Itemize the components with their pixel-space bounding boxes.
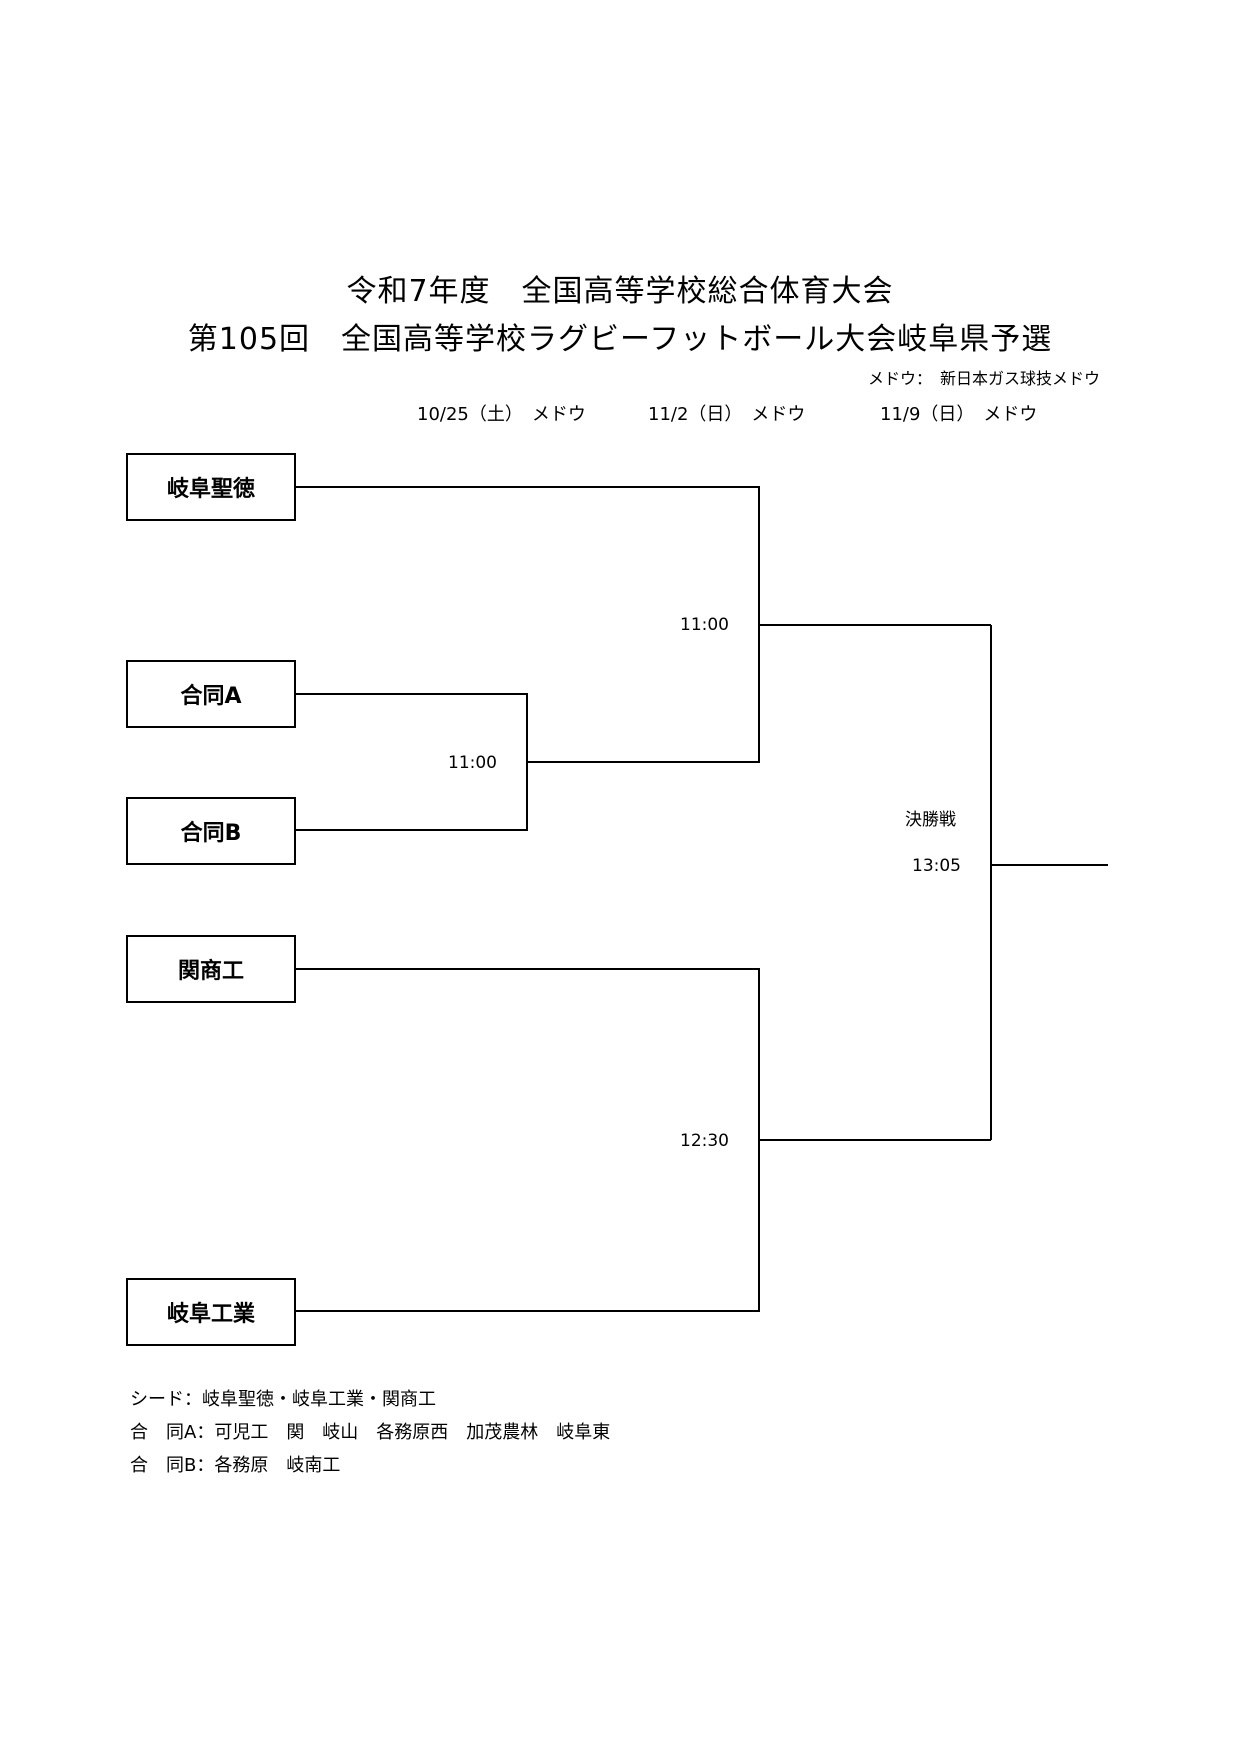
- team-box-sekishoko: 関商工: [126, 935, 296, 1003]
- match-time-semi-bottom: 12:30: [680, 1131, 729, 1151]
- note-goudou-b: 合 同B：各務原 岐南工: [130, 1455, 341, 1476]
- match-time-semi-top: 11:00: [680, 615, 729, 635]
- date-round-1: 10/25（土） メドウ: [417, 404, 586, 425]
- note-goudou-a: 合 同A：可児工 関 岐山 各務原西 加茂農林 岐阜東: [130, 1422, 611, 1443]
- match-time-first-round: 11:00: [448, 753, 497, 773]
- page-subtitle: 第105回 全国高等学校ラグビーフットボール大会岐阜県予選: [187, 322, 1053, 357]
- venue-note: メドウ： 新日本ガス球技メドウ: [867, 369, 1100, 388]
- team-box-gifu-kogyo: 岐阜工業: [126, 1278, 296, 1346]
- date-round-2: 11/2（日） メドウ: [648, 404, 806, 425]
- team-box-goudou-b: 合同B: [126, 797, 296, 865]
- team-box-goudou-a: 合同A: [126, 660, 296, 728]
- date-round-3: 11/9（日） メドウ: [880, 404, 1038, 425]
- page-title: 令和7年度 全国高等学校総合体育大会: [346, 274, 894, 309]
- note-seeds: シード：岐阜聖徳・岐阜工業・関商工: [130, 1389, 436, 1410]
- match-time-final: 13:05: [912, 856, 961, 876]
- team-box-gifu-seitoku: 岐阜聖徳: [126, 453, 296, 521]
- final-label: 決勝戦: [905, 810, 956, 830]
